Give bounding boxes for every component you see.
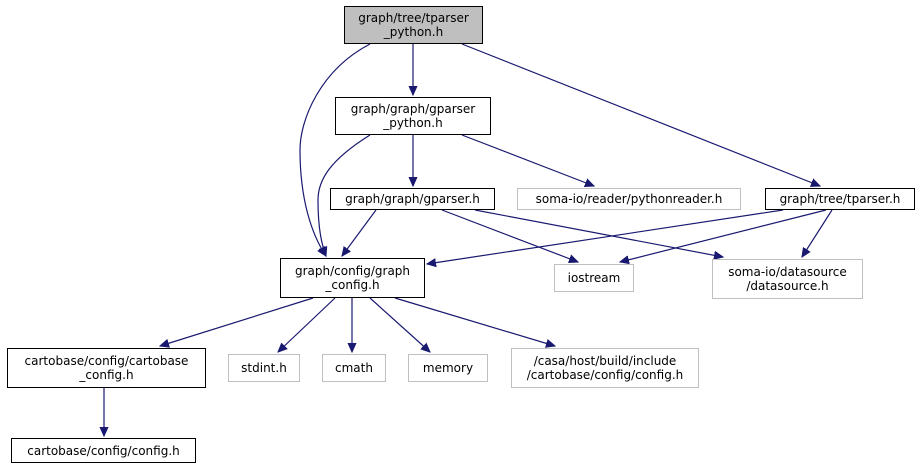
- node-pythonreader: soma-io/reader/pythonreader.h: [517, 188, 741, 210]
- edge-graph_config-to-memory: [369, 297, 430, 352]
- edge-graph_config-to-stdint: [278, 297, 336, 352]
- node-tparser-python[interactable]: graph/tree/tparser_python.h: [344, 6, 483, 44]
- edge-gparser-to-iostream: [441, 209, 578, 262]
- node-label-line: cartobase/config/config.h: [27, 443, 180, 458]
- edge-gparser_python-to-pythonreader: [461, 134, 594, 186]
- edge-gparser-to-graph_config: [342, 209, 377, 256]
- node-casa-config: /casa/host/build/include/cartobase/confi…: [511, 348, 699, 388]
- node-label-line: graph/config/graph: [294, 264, 411, 278]
- node-label-line: _config.h: [79, 368, 134, 382]
- node-memory: memory: [408, 354, 488, 382]
- node-gparser[interactable]: graph/graph/gparser.h: [330, 188, 495, 210]
- node-label-line: soma-io/reader/pythonreader.h: [535, 192, 723, 206]
- node-label-line: /cartobase/config/config.h: [526, 368, 684, 382]
- node-graph-config[interactable]: graph/config/graph_config.h: [280, 258, 425, 298]
- node-cmath: cmath: [322, 354, 386, 382]
- node-label-line: cartobase/config/cartobase: [24, 354, 189, 368]
- node-label-line: memory: [422, 361, 474, 375]
- node-label-line: soma-io/datasource: [728, 265, 847, 279]
- node-datasource: soma-io/datasource/datasource.h: [712, 259, 863, 299]
- node-config[interactable]: cartobase/config/config.h: [11, 438, 196, 463]
- node-label-line: iostream: [567, 271, 621, 285]
- node-label-line: _python.h: [383, 25, 444, 39]
- edge-gparser_python-to-graph_config: [317, 134, 371, 256]
- node-label-line: /datasource.h: [746, 279, 829, 293]
- node-label-line: graph/graph/gparser.h: [345, 192, 480, 206]
- node-cartobase-config[interactable]: cartobase/config/cartobase_config.h: [7, 348, 206, 388]
- node-label-line: _config.h: [325, 278, 380, 292]
- node-label-line: graph/graph/gparser: [350, 102, 476, 116]
- node-iostream: iostream: [554, 264, 634, 292]
- node-tparser[interactable]: graph/tree/tparser.h: [765, 188, 915, 210]
- node-label-line: graph/tree/tparser.h: [779, 192, 901, 206]
- node-label-line: graph/tree/tparser: [358, 11, 469, 25]
- node-label-line: stdint.h: [241, 361, 287, 375]
- edge-tparser-to-iostream: [620, 209, 827, 262]
- edge-tparser-to-graph_config: [427, 209, 784, 264]
- node-label-line: cmath: [335, 361, 373, 375]
- edge-tparser_python-to-graph_config: [299, 43, 371, 256]
- edge-tparser-to-datasource: [802, 209, 833, 257]
- node-label-line: _python.h: [383, 116, 443, 130]
- node-gparser-python[interactable]: graph/graph/gparser_python.h: [335, 97, 491, 135]
- edge-tparser_python-to-tparser: [461, 43, 820, 186]
- edge-graph_config-to-casa_config: [394, 297, 555, 346]
- edge-graph_config-to-cartobase_config: [160, 297, 314, 346]
- node-label-line: /casa/host/build/include: [533, 354, 677, 368]
- edge-gparser-to-datasource: [474, 209, 723, 257]
- node-stdint: stdint.h: [228, 354, 300, 382]
